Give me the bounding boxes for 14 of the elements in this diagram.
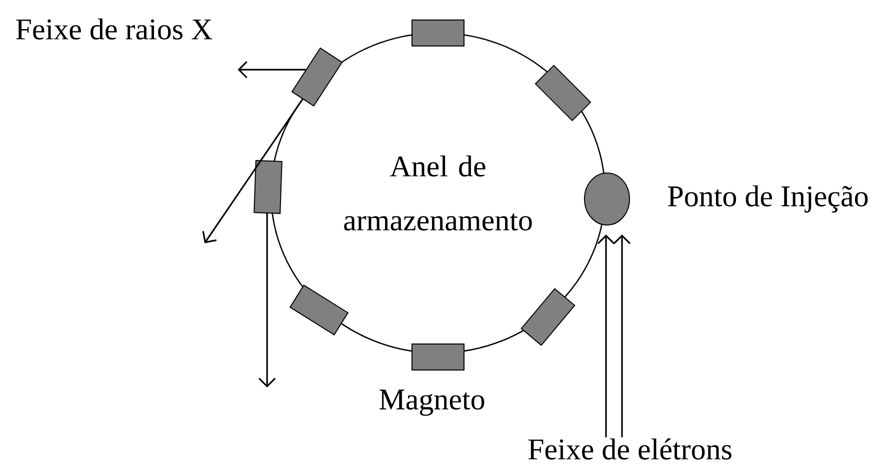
magnet-block [412,20,464,46]
magnet-block [254,160,282,214]
arrow [238,61,306,78]
magnet-label: Magneto [380,390,484,416]
arrow [597,234,615,438]
arrow [202,98,304,244]
arrow [258,213,276,388]
magnet-block [412,344,464,370]
arrow [613,234,631,438]
injection-point [584,172,630,226]
point-label: Ponto de Injeção [668,185,868,213]
beam-label: Feixe de raios X [16,18,212,40]
magnet-block [520,288,576,346]
beam-label: Feixe de elétrons [528,438,732,460]
